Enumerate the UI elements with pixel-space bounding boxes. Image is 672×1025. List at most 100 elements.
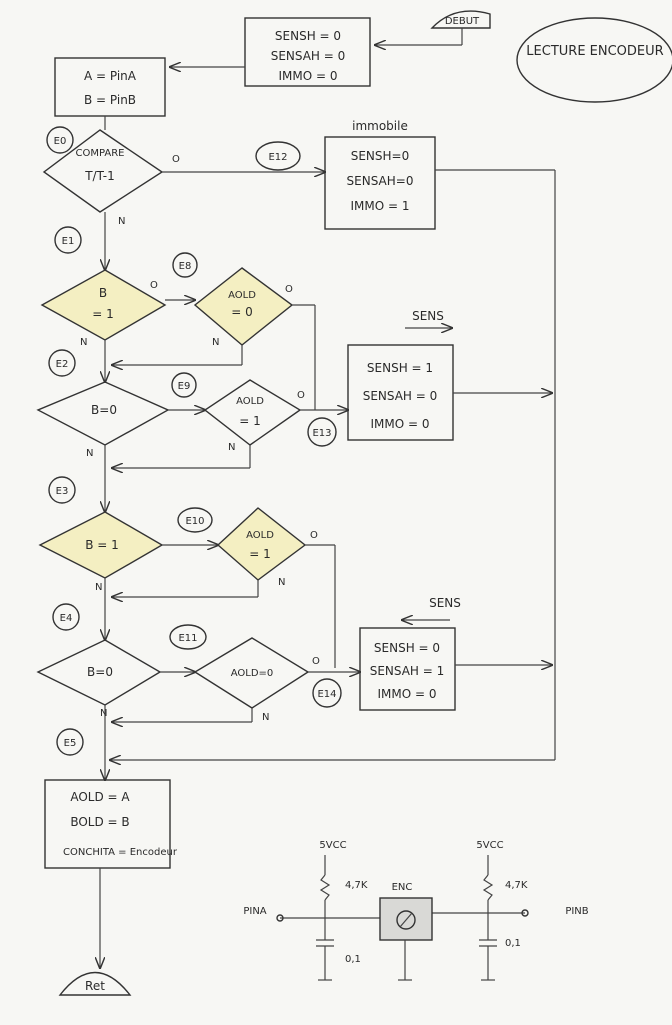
sens-h-line-2: SENSAH = 0 [363, 389, 438, 403]
compare-line-2: T/T-1 [84, 169, 115, 183]
init-line-3: IMMO = 0 [278, 69, 337, 83]
compare-no: N [118, 216, 125, 227]
aold1b-line-2: = 1 [249, 547, 271, 561]
save-box [44, 779, 171, 869]
title-line-1: LECTURE ENCODEUR [526, 44, 663, 59]
aold0-yes: O [285, 284, 293, 295]
immobile-box [324, 136, 436, 230]
decision-aold1 [203, 379, 302, 446]
b0b-label: B=0 [87, 665, 113, 679]
b0-no: N [86, 448, 93, 459]
read-line-1: A = PinA [84, 69, 137, 83]
svg-text:E11: E11 [178, 633, 197, 644]
decision-b1 [40, 269, 167, 341]
encoder-circuit: 5VCC 5VCC 4,7K 4,7K PINA PINB ENC 0,1 0,… [243, 840, 589, 981]
state-e0: E0 [46, 126, 74, 154]
svg-text:E3: E3 [56, 486, 69, 497]
svg-text:E12: E12 [268, 152, 287, 163]
aold0b-yes: O [312, 656, 320, 667]
state-e9: E9 [171, 372, 197, 398]
aold0b-label: AOLD=0 [231, 668, 274, 679]
svg-text:E9: E9 [178, 381, 191, 392]
cap-right-label: 0,1 [505, 938, 521, 949]
decision-aold1b [216, 507, 307, 581]
start-label: DEBUT [445, 16, 480, 27]
aold0-line-1: AOLD [228, 290, 256, 301]
state-e14: E14 [312, 678, 342, 708]
encoder-symbol [396, 910, 416, 930]
svg-text:E2: E2 [56, 359, 69, 370]
state-e2: E2 [48, 349, 76, 377]
sens-ah-box [359, 627, 456, 711]
state-e10: E10 [177, 507, 213, 533]
aold0b-no: N [262, 712, 269, 723]
state-e13: E13 [307, 417, 337, 447]
svg-text:E0: E0 [54, 136, 67, 147]
sens-h-line-3: IMMO = 0 [370, 417, 429, 431]
svg-text:E5: E5 [64, 738, 77, 749]
svg-text:E13: E13 [312, 428, 331, 439]
sens-ah-line-2: SENSAH = 1 [370, 664, 445, 678]
immobile-line-3: IMMO = 1 [350, 199, 409, 213]
aold0-no: N [212, 337, 219, 348]
svg-text:E14: E14 [317, 689, 336, 700]
svg-text:E4: E4 [60, 613, 73, 624]
vcc-left: 5VCC [319, 840, 346, 851]
init-line-2: SENSAH = 0 [271, 49, 346, 63]
aold1-no: N [228, 442, 235, 453]
aold1-line-1: AOLD [236, 396, 264, 407]
state-e12: E12 [255, 141, 301, 171]
encoder-box [379, 897, 433, 941]
sens-ah-title: SENS [429, 596, 461, 610]
init-line-1: SENSH = 0 [275, 29, 341, 43]
cap-left-label: 0,1 [345, 954, 361, 965]
title-ellipse [516, 17, 672, 103]
state-e3: E3 [48, 476, 76, 504]
title-group: LECTURE ENCODEUR [516, 17, 672, 103]
aold1b-yes: O [310, 530, 318, 541]
sens-ah-line-1: SENSH = 0 [374, 641, 440, 655]
compare-line-1: COMPARE [76, 148, 125, 159]
state-e5: E5 [56, 728, 84, 756]
sens-ah-line-3: IMMO = 0 [377, 687, 436, 701]
b1-yes: O [150, 280, 158, 291]
aold1-yes: O [297, 390, 305, 401]
compare-diamond [42, 129, 164, 213]
res-left-label: 4,7K [345, 880, 368, 891]
ret-node: Ret [58, 971, 132, 996]
init-box [244, 17, 371, 87]
resistor-right [482, 874, 494, 901]
b0b-no: N [100, 708, 107, 719]
state-e1: E1 [54, 226, 82, 254]
immobile-title: immobile [352, 119, 408, 133]
pinb-label: PINB [565, 906, 588, 917]
b1b-label: B = 1 [85, 538, 119, 552]
save-line-2: BOLD = B [70, 815, 129, 829]
aold1b-line-1: AOLD [246, 530, 274, 541]
aold0-line-2: = 0 [231, 305, 253, 319]
b1-line-2: = 1 [92, 307, 114, 321]
aold1-line-2: = 1 [239, 414, 261, 428]
vcc-right: 5VCC [476, 840, 503, 851]
immobile-line-1: SENSH=0 [351, 149, 410, 163]
resistor-left [319, 874, 331, 901]
read-line-2: B = PinB [84, 93, 136, 107]
immobile-line-2: SENSAH=0 [347, 174, 414, 188]
state-e8: E8 [172, 252, 198, 278]
svg-text:E8: E8 [179, 261, 192, 272]
compare-yes: O [172, 154, 180, 165]
state-e11: E11 [169, 624, 207, 650]
state-e4: E4 [52, 603, 80, 631]
b0-label: B=0 [91, 403, 117, 417]
b1-line-1: B [99, 286, 107, 300]
svg-text:E10: E10 [185, 516, 204, 527]
encoder-label: ENC [392, 882, 413, 893]
svg-text:Ret: Ret [85, 979, 105, 993]
b1b-no: N [95, 582, 102, 593]
save-line-3: CONCHITA = Encodeur [63, 847, 178, 858]
pina-label: PINA [243, 906, 266, 917]
svg-text:E1: E1 [62, 236, 75, 247]
start-shape [430, 10, 491, 29]
